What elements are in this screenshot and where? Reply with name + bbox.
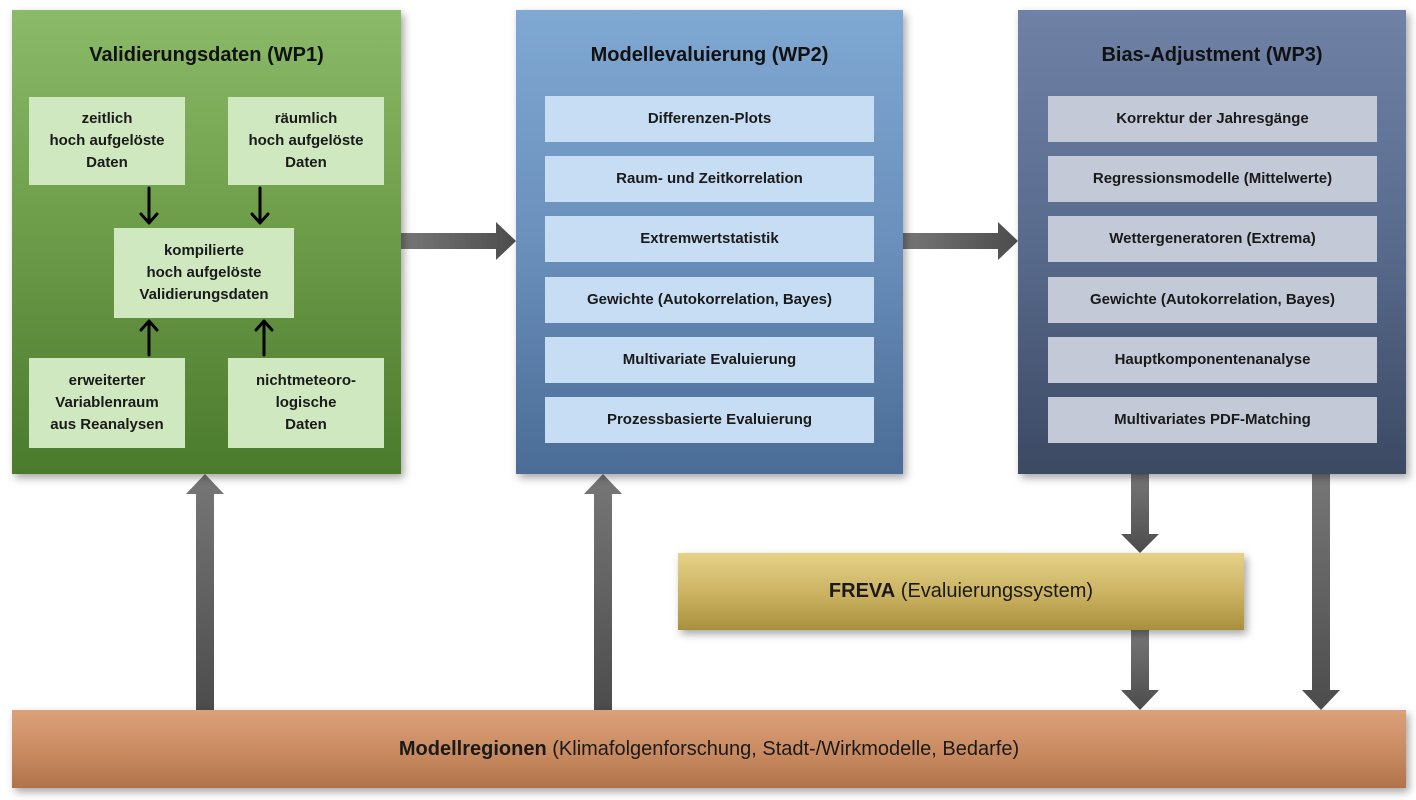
spatial-line-1: räumlich	[274, 110, 338, 128]
modellregionen-bar: Modellregionen (Klimafolgenforschung, St…	[12, 710, 1406, 788]
wp2-item-multivariate-evaluierung: Multivariate Evaluierung	[545, 337, 874, 383]
wp2-item-prozessbasierte-evaluierung: Prozessbasierte Evaluierung	[545, 397, 874, 443]
wp3-panel: Bias-Adjustment (WP3) Korrektur der Jahr…	[1018, 10, 1406, 474]
regions-name: Modellregionen	[398, 737, 547, 760]
nonmeteorological-data-box: nichtmeteoro- logische Daten	[228, 358, 384, 448]
spatial-data-box: räumlich hoch aufgelöste Daten	[228, 97, 384, 185]
arrow-nonmet-up	[254, 319, 274, 357]
arrow-regions-to-wp2	[584, 474, 622, 710]
reanalysis-line-1: erweiterter	[68, 372, 146, 390]
freva-name: FREVA	[828, 580, 896, 602]
arrow-wp2-to-wp3	[903, 222, 1018, 260]
spatial-line-3: Daten	[285, 153, 327, 171]
wp2-item-gewichte: Gewichte (Autokorrelation, Bayes)	[545, 277, 874, 323]
freva-description: (Evaluierungssystem)	[895, 580, 1094, 602]
wp3-title: Bias-Adjustment (WP3)	[1101, 44, 1323, 66]
temporal-line-3: Daten	[86, 153, 128, 171]
arrow-regions-to-wp1	[186, 474, 224, 710]
reanalysis-data-box: erweiterter Variablenraum aus Reanalysen	[29, 358, 185, 448]
wp1-inner-arrows	[139, 186, 274, 357]
nonmet-line-3: Daten	[285, 415, 327, 433]
wp1-title: Validierungsdaten (WP1)	[89, 44, 324, 66]
arrow-reanalysis-up	[139, 319, 159, 357]
wp1-panel: Validierungsdaten (WP1) zeitlich hoch au…	[12, 10, 401, 474]
wp2-item-extremwertstatistik: Extremwertstatistik	[545, 216, 874, 262]
arrow-spatial-down	[250, 186, 270, 225]
wp2-item-differenzen-plots: Differenzen-Plots	[545, 96, 874, 142]
nonmet-line-2: logische	[275, 394, 337, 412]
reanalysis-line-3: aus Reanalysen	[50, 415, 164, 433]
wp3-item-hauptkomponentenanalyse: Hauptkomponentenanalyse	[1048, 337, 1377, 383]
wp3-item-wettergeneratoren: Wettergeneratoren (Extrema)	[1048, 216, 1377, 262]
arrow-wp3-to-freva	[1121, 474, 1159, 553]
temporal-data-box: zeitlich hoch aufgelöste Daten	[29, 97, 185, 185]
wp2-panel: Modellevaluierung (WP2) Differenzen-Plot…	[516, 10, 903, 474]
wp3-item-regressionsmodelle: Regressionsmodelle (Mittelwerte)	[1048, 156, 1377, 202]
wp3-item-pdf-matching: Multivariates PDF-Matching	[1048, 397, 1377, 443]
wp3-item-gewichte: Gewichte (Autokorrelation, Bayes)	[1048, 277, 1377, 323]
reanalysis-line-2: Variablenraum	[55, 394, 159, 412]
temporal-line-1: zeitlich	[81, 110, 133, 128]
compiled-line-3: Validierungsdaten	[139, 285, 269, 303]
regions-description: (Klimafolgenforschung, Stadt-/Wirkmodell…	[546, 737, 1020, 760]
wp3-item-korrektur-jahresgaenge: Korrektur der Jahresgänge	[1048, 96, 1377, 142]
compiled-data-box: kompilierte hoch aufgelöste Validierungs…	[114, 228, 294, 318]
compiled-line-1: kompilierte	[163, 242, 244, 260]
arrow-freva-to-regions	[1121, 630, 1159, 710]
spatial-line-2: hoch aufgelöste	[248, 132, 364, 150]
compiled-line-2: hoch aufgelöste	[146, 264, 262, 282]
wp2-title: Modellevaluierung (WP2)	[590, 44, 829, 66]
freva-box: FREVA (Evaluierungssystem)	[678, 553, 1244, 630]
wp2-item-raum-zeitkorrelation: Raum- und Zeitkorrelation	[545, 156, 874, 202]
nonmet-line-1: nichtmeteoro-	[255, 372, 356, 390]
arrow-wp1-to-wp2	[401, 222, 516, 260]
temporal-line-2: hoch aufgelöste	[49, 132, 165, 150]
arrow-temporal-down	[139, 186, 159, 225]
arrow-wp3-to-regions	[1302, 474, 1340, 710]
